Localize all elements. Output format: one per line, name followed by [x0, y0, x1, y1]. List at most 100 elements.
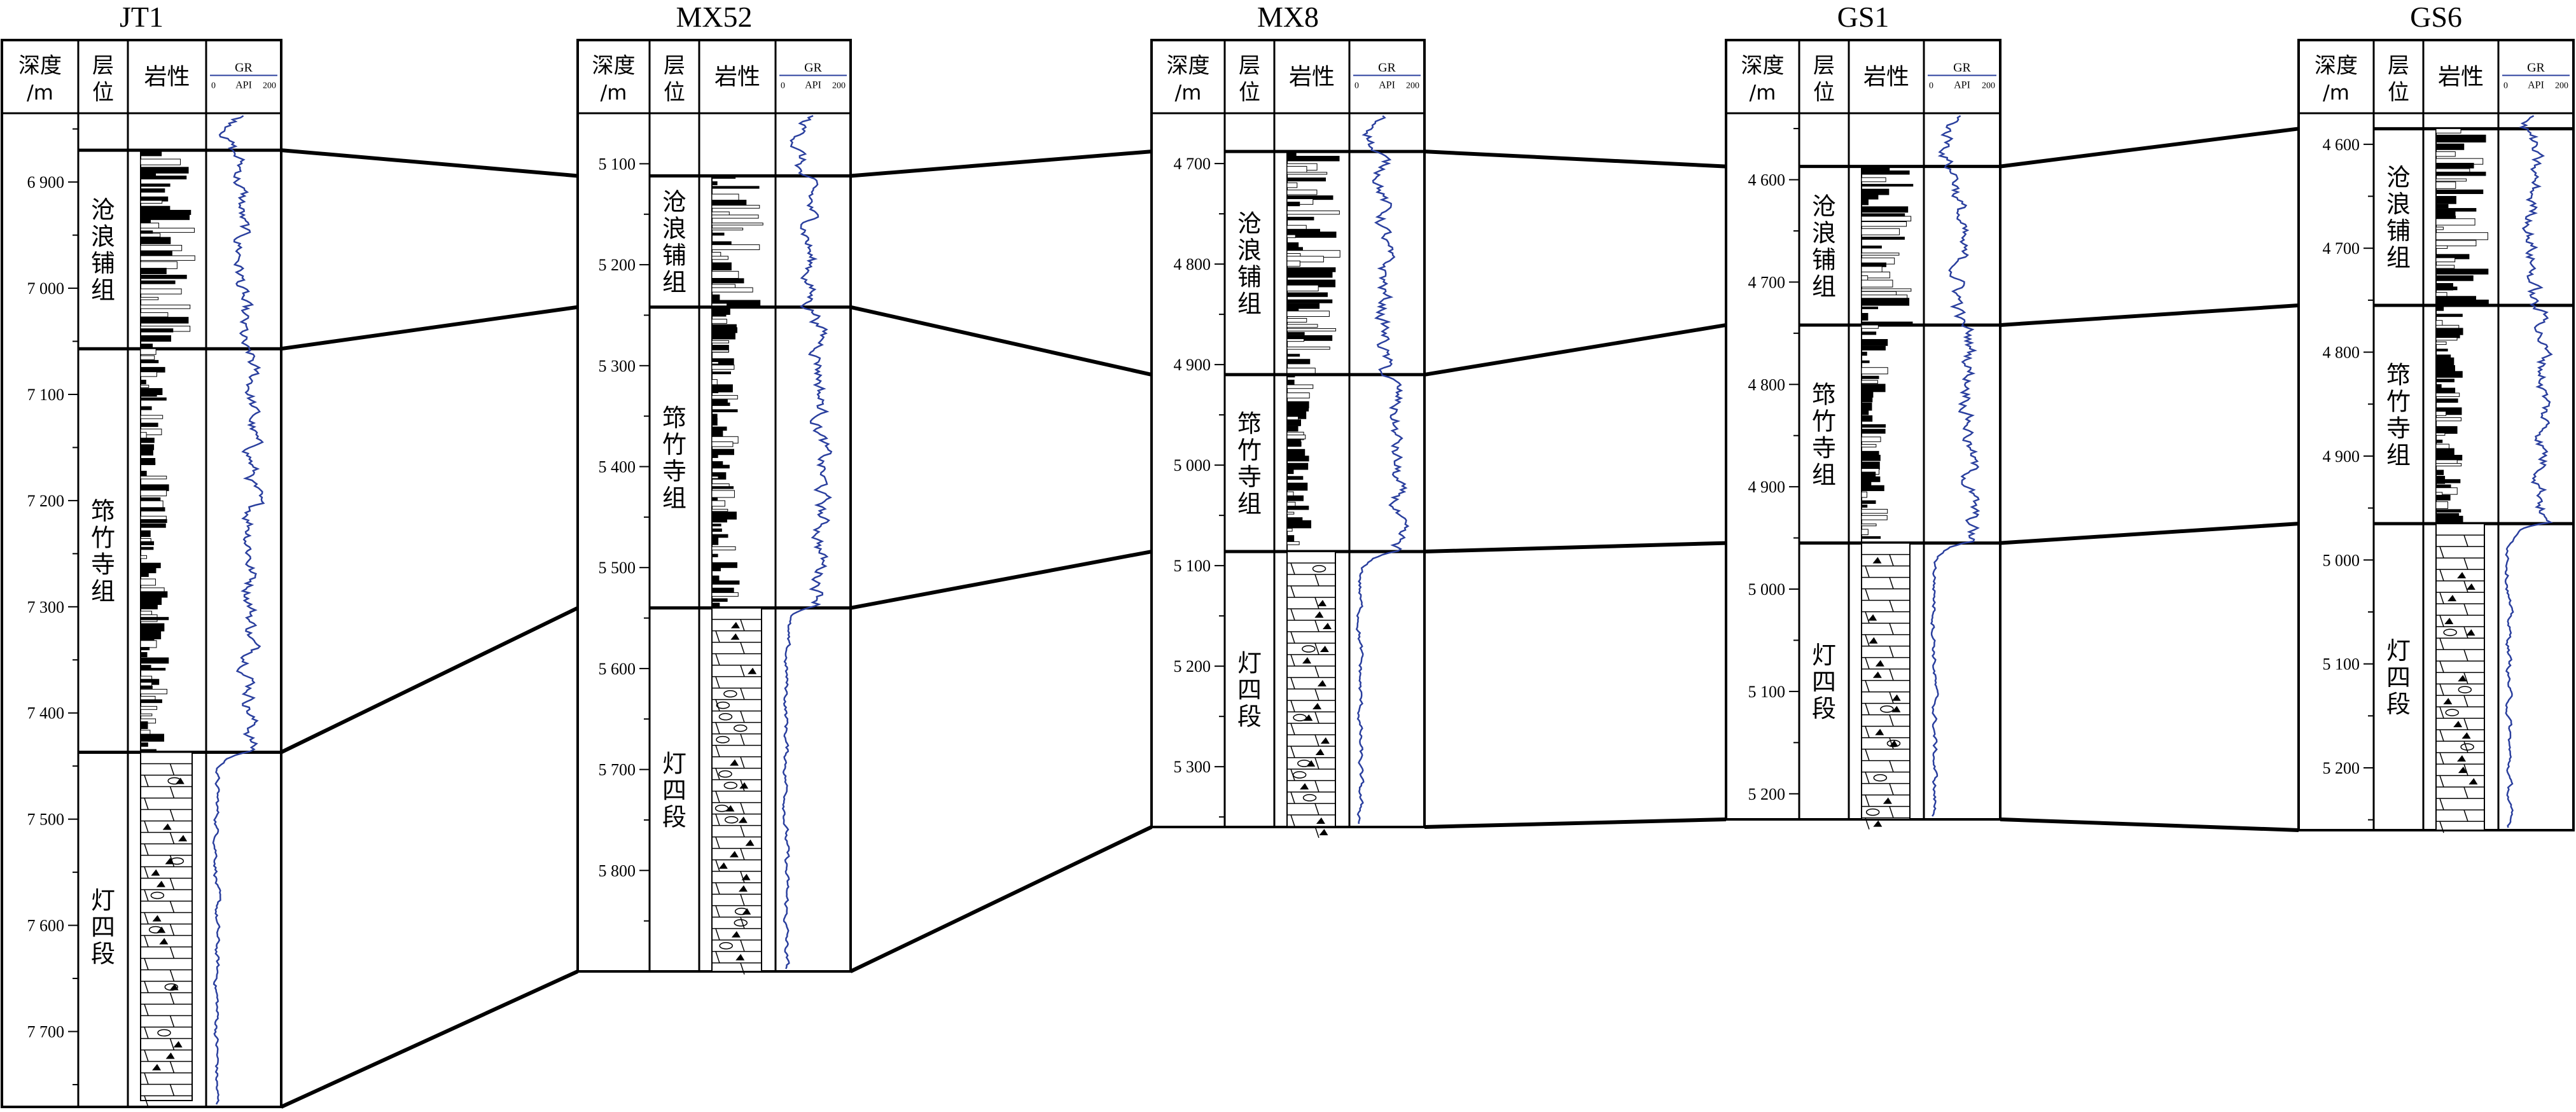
header-depth: 深度 [1167, 53, 1210, 79]
lithology-track [2435, 523, 2485, 833]
bed [140, 268, 167, 274]
bed [711, 287, 753, 293]
bed [711, 598, 728, 602]
lithology-track [1286, 374, 1314, 552]
depth-label: 4 900 [1748, 478, 1786, 496]
bed [140, 296, 159, 300]
depth-label: 5 300 [1174, 758, 1211, 776]
oolite-mark [724, 816, 739, 824]
bed [711, 349, 729, 352]
algal-mark [1314, 611, 1324, 618]
dolomite-mark [169, 763, 175, 775]
bed [140, 183, 171, 187]
depth-label: 5 300 [599, 357, 636, 375]
bed [2435, 371, 2463, 378]
dolomite-mark [1314, 643, 1319, 655]
bed [140, 604, 158, 609]
dolomite-mark [715, 882, 720, 894]
algal-mark [738, 885, 748, 892]
bed [1286, 426, 1298, 432]
dolomite-mark [1865, 588, 1870, 601]
algal-mark [1320, 737, 1330, 744]
bed [140, 422, 158, 427]
algal-mark [1319, 646, 1329, 653]
bed [2435, 440, 2443, 443]
bed [1861, 331, 1877, 335]
bed [140, 713, 153, 716]
bed [140, 623, 165, 632]
dolomite-mark [1314, 757, 1319, 770]
bed [1286, 495, 1304, 501]
lithology-track [711, 307, 740, 609]
gr-unit: API [805, 80, 821, 91]
bed [1861, 504, 1868, 508]
bed [140, 432, 147, 440]
bed [1286, 172, 1328, 175]
oolite-mark [734, 919, 748, 927]
bed [1286, 198, 1314, 205]
dolomite-mark [2439, 592, 2444, 604]
algal-mark [2468, 778, 2478, 785]
algal-mark [1869, 637, 1878, 644]
bed [2435, 189, 2484, 194]
header-gr: GR [2527, 61, 2545, 75]
formation-char: 筇 [2386, 361, 2411, 389]
algal-mark [2453, 721, 2463, 728]
bed [711, 223, 763, 226]
formation-char: 组 [662, 268, 686, 296]
bed [2435, 357, 2454, 366]
correlation-line [281, 148, 578, 178]
bed [140, 218, 151, 224]
lithology-track [140, 348, 169, 753]
bed [711, 402, 730, 407]
bed [140, 228, 195, 233]
dolomite-mark [715, 905, 720, 917]
dolomite-mark [144, 889, 149, 901]
bed [140, 312, 169, 317]
bed [1286, 346, 1330, 350]
bed [1861, 237, 1905, 240]
dolomite-mark [715, 745, 720, 757]
algal-mark [2458, 675, 2467, 682]
algal-mark [159, 938, 169, 945]
bed [1286, 331, 1305, 335]
bed [711, 508, 728, 512]
lithology-track [2435, 305, 2463, 524]
oolite-mark [719, 942, 733, 950]
bed [1861, 515, 1888, 520]
bed [2435, 305, 2444, 311]
lithology-track [140, 751, 193, 1108]
dolomite-mark [169, 1084, 175, 1096]
bed [1286, 541, 1300, 545]
dolomite-mark [740, 871, 745, 883]
bed [1861, 228, 1900, 235]
algal-mark [1302, 657, 1312, 664]
algal-mark [1875, 660, 1884, 667]
formation-char: 寺 [91, 550, 115, 578]
bed [140, 428, 162, 436]
oolite-mark [2443, 629, 2457, 636]
bed [1286, 303, 1320, 309]
lithology-track [140, 149, 195, 349]
algal-mark [1304, 714, 1313, 721]
lithology-track [1286, 151, 1340, 375]
lithology-track [711, 607, 762, 975]
dolomite-mark [1865, 817, 1870, 830]
dolomite-mark [169, 1038, 175, 1050]
formation-char: 铺 [91, 249, 115, 277]
formation-char: 段 [662, 803, 686, 831]
algal-mark [1883, 797, 1892, 804]
formation-char: 浪 [1812, 219, 1836, 247]
algal-mark [2444, 618, 2454, 625]
algal-mark [178, 835, 188, 842]
dolomite-mark [2463, 695, 2468, 707]
dolomite-mark [169, 924, 175, 936]
bed [140, 705, 158, 710]
bed [1861, 415, 1873, 422]
bed [1286, 256, 1324, 263]
depth-label: 5 700 [599, 761, 636, 779]
dolomite-mark [2439, 683, 2444, 696]
bed [711, 311, 727, 317]
